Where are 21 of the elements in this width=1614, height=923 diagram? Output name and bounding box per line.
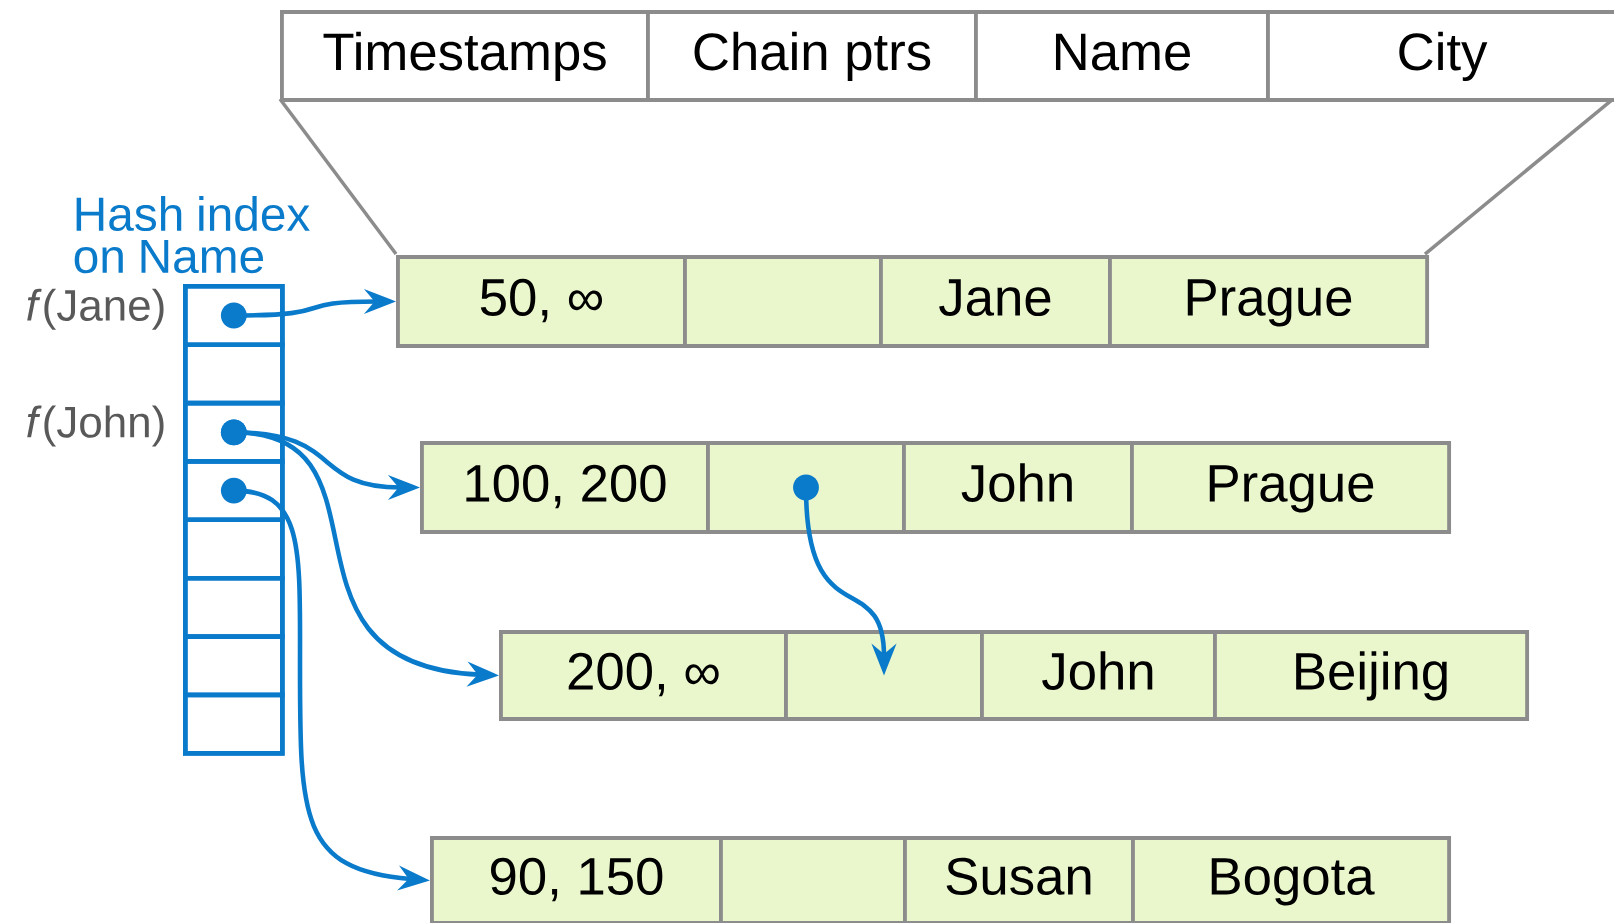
record-cell: 200, ∞ xyxy=(499,630,789,721)
record-cell: John xyxy=(902,441,1134,534)
header-cell: Name xyxy=(974,10,1271,102)
record-cell: 100, 200 xyxy=(420,441,711,534)
header-cell: City xyxy=(1266,10,1614,102)
record-cell: Susan xyxy=(903,836,1135,923)
header-cell: Timestamps xyxy=(280,10,651,102)
record-cell: Bogota xyxy=(1131,836,1452,923)
record-cell: John xyxy=(980,630,1217,721)
record-cell: 50, ∞ xyxy=(396,255,688,348)
table-heading: Hash index on Name xyxy=(74,196,310,274)
record-cell: Beijing xyxy=(1213,630,1530,721)
bucket-label: f(John) xyxy=(27,405,164,447)
record-cell: Prague xyxy=(1108,255,1430,348)
record-cell: Jane xyxy=(879,255,1112,348)
bucket-cell xyxy=(183,517,285,581)
record-cell: Prague xyxy=(1130,441,1452,534)
bucket-label: f(Jane) xyxy=(27,288,164,330)
bucket-cell xyxy=(183,692,285,756)
header-cell: Chain ptrs xyxy=(646,10,979,102)
record-cell: 90, 150 xyxy=(430,836,724,923)
